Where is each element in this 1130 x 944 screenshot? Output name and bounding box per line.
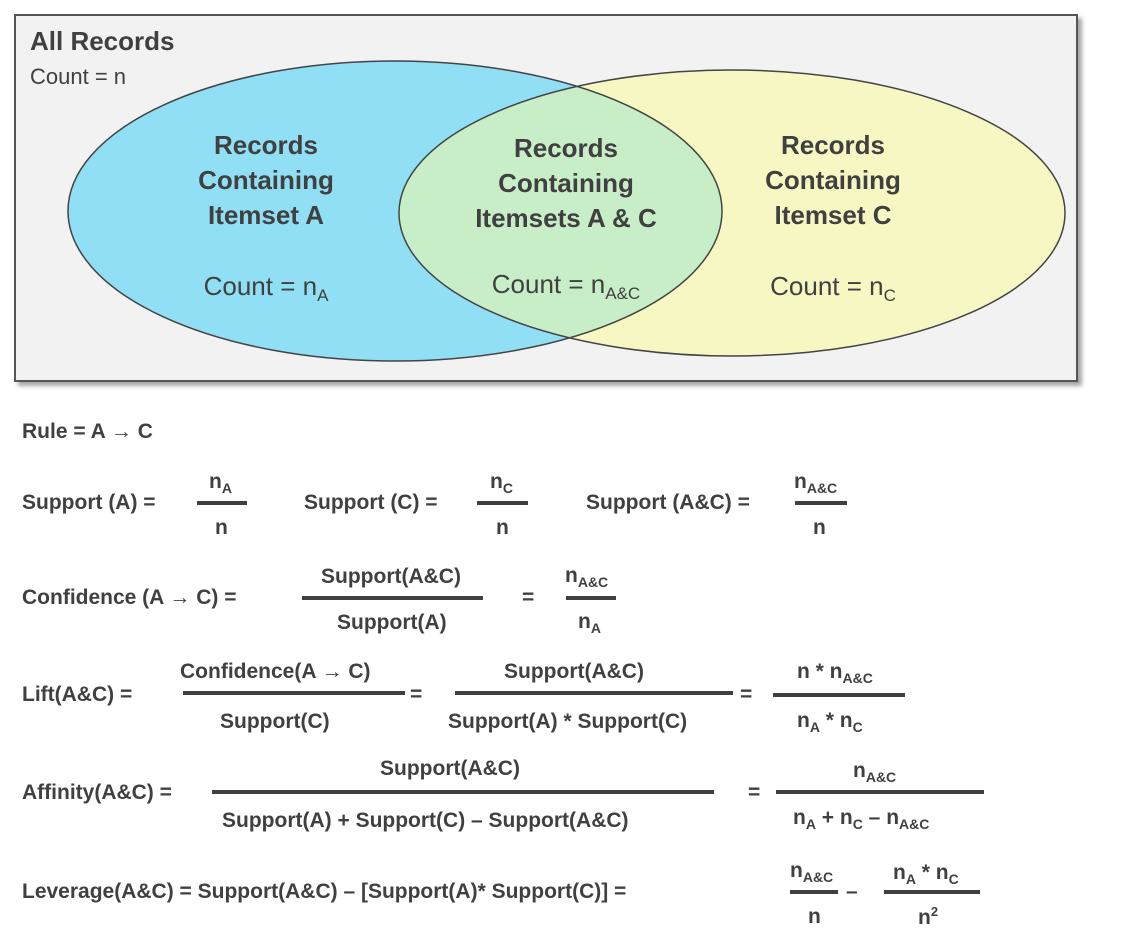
leverage-label: Leverage(A&C) = Support(A&C) – [Support(… — [22, 880, 627, 903]
affinity-denominator: Support(A) + Support(C) – Support(A&C) — [222, 809, 629, 832]
confidence-numerator-2: nA&C — [565, 564, 609, 590]
venn-diagram — [67, 60, 1066, 362]
intersection-count: Count = nA&C — [491, 269, 641, 303]
fraction-bar — [212, 790, 714, 794]
support-ac-denominator: n — [813, 516, 826, 539]
fraction-bar — [773, 693, 905, 697]
equals-sign: = — [410, 683, 423, 706]
affinity-label: Affinity(A&C) = — [22, 781, 172, 804]
support-a-label: Support (A) = — [22, 491, 156, 514]
support-ac-numerator: nA&C — [794, 470, 838, 496]
set-c-outline — [398, 69, 1066, 357]
fraction-bar — [884, 890, 980, 894]
equals-sign: = — [522, 586, 535, 609]
lift-numerator-2: Support(A&C) — [504, 660, 644, 683]
venn-title: All Records — [30, 26, 175, 56]
equals-sign: = — [748, 781, 761, 804]
confidence-label: Confidence (A → C) = — [22, 586, 237, 609]
support-a-numerator: nA — [209, 470, 232, 496]
fraction-bar — [183, 691, 405, 695]
affinity-numerator: Support(A&C) — [380, 757, 520, 780]
set-a-outline — [67, 60, 723, 362]
lift-denominator-2: Support(A) * Support(C) — [448, 710, 688, 733]
leverage-denominator-1: n — [808, 905, 821, 928]
leverage-numerator-1: nA&C — [790, 859, 834, 885]
fraction-bar — [302, 596, 483, 600]
leverage-denominator-2: n2 — [918, 904, 939, 929]
lift-label: Lift(A&C) = — [22, 683, 133, 706]
lift-numerator-1: Confidence(A → C) — [180, 660, 371, 683]
set-a-count: Count = nA — [203, 271, 329, 305]
affinity-denominator-2: nA + nC – nA&C — [793, 806, 930, 832]
minus-sign: – — [846, 880, 858, 903]
support-c-label: Support (C) = — [304, 491, 438, 514]
support-c-numerator: nC — [490, 470, 513, 496]
fraction-bar — [197, 501, 247, 505]
support-a-denominator: n — [215, 516, 228, 539]
rule-text: Rule = A → C — [22, 420, 153, 443]
intersection-region — [399, 70, 722, 356]
lift-denominator-3: nA * nC — [797, 709, 863, 735]
fraction-bar — [790, 890, 838, 894]
support-c-denominator: n — [496, 516, 509, 539]
fraction-bar — [455, 691, 733, 695]
leverage-numerator-2: nA * nC — [893, 861, 959, 887]
fraction-bar — [566, 596, 616, 600]
set-c-count: Count = nC — [770, 271, 896, 305]
affinity-numerator-2: nA&C — [853, 759, 897, 785]
confidence-denominator: Support(A) — [337, 611, 447, 634]
total-count: Count = n — [30, 64, 127, 89]
fraction-bar — [795, 501, 847, 505]
fraction-bar — [477, 501, 528, 505]
lift-denominator-1: Support(C) — [220, 710, 330, 733]
lift-numerator-3: n * nA&C — [797, 660, 873, 686]
confidence-numerator: Support(A&C) — [321, 565, 461, 588]
equals-sign: = — [740, 683, 753, 706]
fraction-bar — [776, 790, 984, 794]
support-ac-label: Support (A&C) = — [586, 491, 750, 514]
confidence-denominator-2: nA — [578, 610, 601, 636]
